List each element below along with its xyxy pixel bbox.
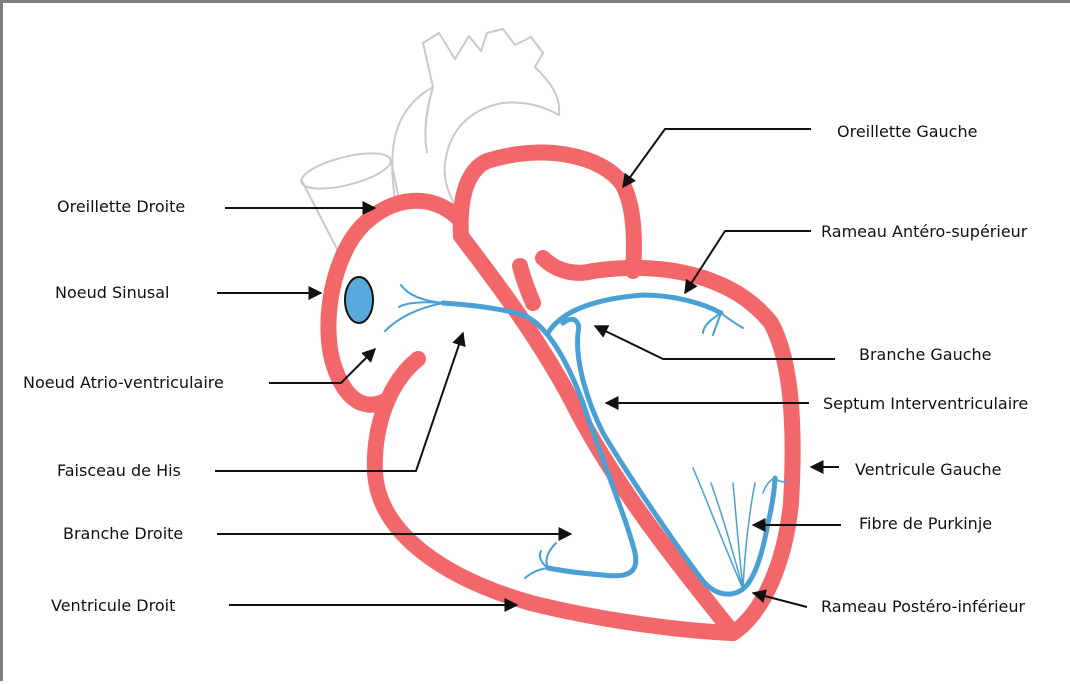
labels: Oreillette Droite Noeud Sinusal Noeud At… bbox=[23, 122, 1028, 616]
sinus-node-shape bbox=[345, 277, 373, 323]
label-branche-droite: Branche Droite bbox=[63, 524, 183, 543]
label-ventricule-droit: Ventricule Droit bbox=[51, 596, 175, 615]
heart-walls bbox=[328, 153, 792, 633]
label-rameau-postero: Rameau Postéro-inférieur bbox=[821, 597, 1026, 616]
right-bundle-fibers bbox=[525, 543, 556, 578]
label-oreillette-droite: Oreillette Droite bbox=[57, 197, 185, 216]
label-rameau-antero: Rameau Antéro-supérieur bbox=[821, 222, 1028, 241]
arrow-faisceau-his bbox=[215, 333, 463, 471]
label-ventricule-gauche: Ventricule Gauche bbox=[855, 460, 1001, 479]
right-ventricle-wall bbox=[375, 359, 733, 633]
av-node-fibers bbox=[385, 285, 443, 331]
label-noeud-sinusal: Noeud Sinusal bbox=[55, 283, 169, 302]
label-noeud-av: Noeud Atrio-ventriculaire bbox=[23, 373, 224, 392]
label-oreillette-gauche: Oreillette Gauche bbox=[837, 122, 977, 141]
septum-top-wall bbox=[520, 266, 533, 303]
label-septum: Septum Interventriculaire bbox=[823, 394, 1028, 413]
great-vessels bbox=[298, 29, 559, 251]
antero-fibers bbox=[703, 313, 743, 335]
vena-cava-top bbox=[298, 146, 394, 195]
label-fibre-purkinje: Fibre de Purkinje bbox=[859, 514, 992, 533]
pulmonary-trunk bbox=[425, 87, 433, 153]
arrow-noeud-av bbox=[269, 349, 375, 383]
label-faisceau-his: Faisceau de His bbox=[57, 461, 181, 480]
heart-conduction-diagram: Oreillette Droite Noeud Sinusal Noeud At… bbox=[3, 3, 1070, 684]
aorta bbox=[392, 29, 559, 213]
arrow-oreillette-gauche bbox=[623, 129, 811, 187]
label-branche-gauche: Branche Gauche bbox=[859, 345, 992, 364]
